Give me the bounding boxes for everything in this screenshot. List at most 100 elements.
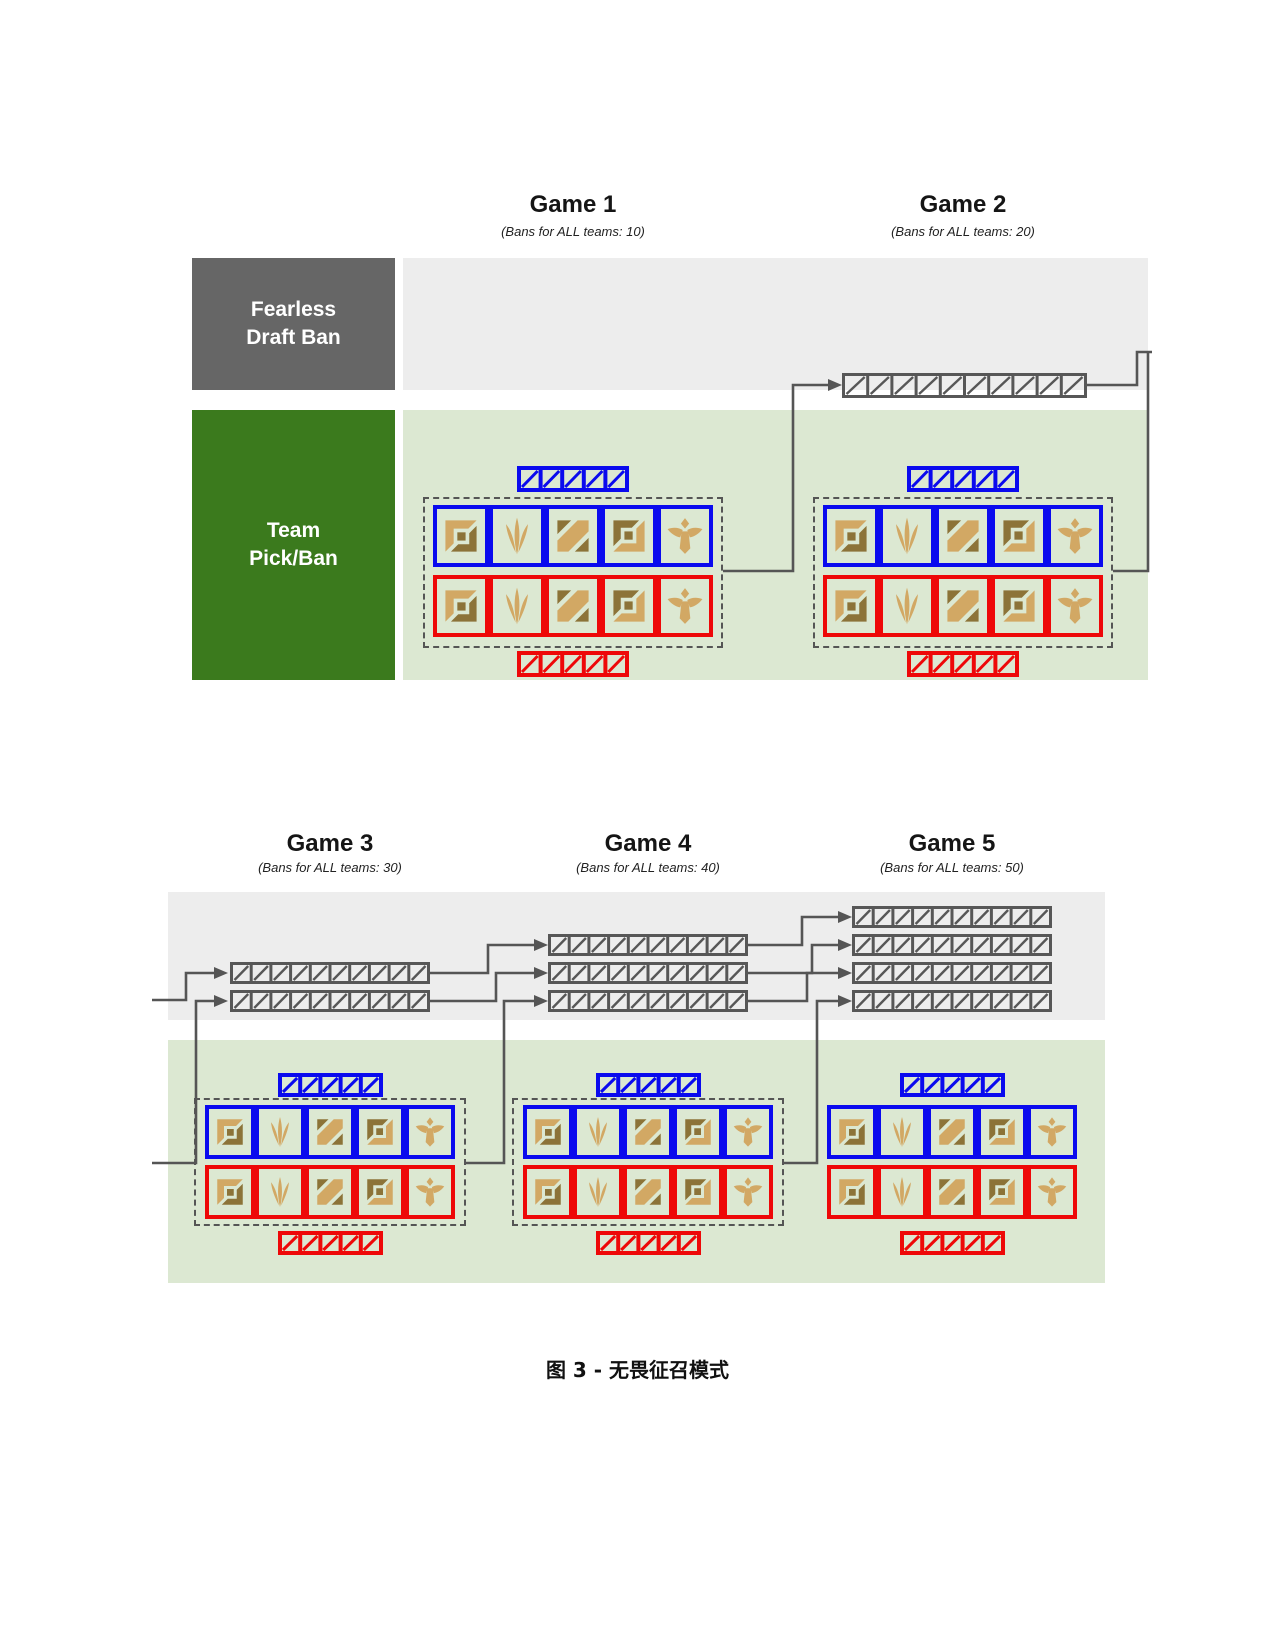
top-lane-icon bbox=[835, 520, 867, 552]
game-subtitle: (Bans for ALL teams: 30) bbox=[258, 860, 402, 875]
pick-cell bbox=[545, 505, 601, 567]
support-icon bbox=[1037, 1117, 1067, 1147]
pick-cell bbox=[1027, 1165, 1077, 1219]
carried-ban-strip bbox=[230, 962, 430, 984]
bot-lane-icon bbox=[685, 1179, 711, 1205]
support-icon bbox=[733, 1177, 763, 1207]
pick-cell bbox=[355, 1165, 405, 1219]
mid-lane-icon bbox=[939, 1179, 965, 1205]
mid-lane-icon bbox=[557, 590, 589, 622]
mid-lane-icon bbox=[317, 1119, 343, 1145]
bot-lane-icon bbox=[685, 1119, 711, 1145]
mid-lane-icon bbox=[635, 1179, 661, 1205]
blue-team-ban-strip bbox=[595, 1073, 701, 1097]
support-icon bbox=[667, 518, 703, 554]
pick-cell bbox=[433, 575, 489, 637]
blue-team-ban-strip bbox=[899, 1073, 1005, 1097]
pick-cell bbox=[623, 1105, 673, 1159]
red-team-ban-strip bbox=[899, 1231, 1005, 1255]
carried-ban-strip bbox=[852, 934, 1052, 956]
pick-cell bbox=[623, 1165, 673, 1219]
jungle-icon bbox=[589, 1177, 607, 1207]
pick-cell bbox=[255, 1105, 305, 1159]
pick-cell bbox=[205, 1105, 255, 1159]
top-lane-icon bbox=[839, 1179, 865, 1205]
game-subtitle: (Bans for ALL teams: 10) bbox=[501, 224, 645, 239]
fearless-label-line: Draft Ban bbox=[246, 326, 341, 349]
pick-cell bbox=[523, 1165, 573, 1219]
pick-cell bbox=[723, 1165, 773, 1219]
bot-lane-icon bbox=[989, 1119, 1015, 1145]
pick-cell bbox=[1047, 505, 1103, 567]
mid-lane-icon bbox=[947, 520, 979, 552]
carried-ban-strip bbox=[548, 990, 748, 1012]
carried-ban-strip bbox=[842, 373, 1087, 398]
carried-ban-strip bbox=[230, 990, 430, 1012]
pick-cell bbox=[991, 505, 1047, 567]
carried-ban-strip bbox=[548, 962, 748, 984]
pick-cell bbox=[977, 1105, 1027, 1159]
red-team-ban-strip bbox=[595, 1231, 701, 1255]
pick-cell bbox=[255, 1165, 305, 1219]
pick-cell bbox=[205, 1165, 255, 1219]
pick-cell bbox=[545, 575, 601, 637]
blue-team-pick-row bbox=[823, 505, 1103, 567]
pick-cell bbox=[723, 1105, 773, 1159]
red-team-pick-row bbox=[523, 1165, 773, 1219]
pick-cell bbox=[305, 1105, 355, 1159]
pick-cell bbox=[879, 575, 935, 637]
support-icon bbox=[415, 1177, 445, 1207]
pick-cell bbox=[433, 505, 489, 567]
mid-lane-icon bbox=[635, 1119, 661, 1145]
top-lane-icon bbox=[217, 1119, 243, 1145]
pick-cell bbox=[405, 1165, 455, 1219]
game-subtitle: (Bans for ALL teams: 40) bbox=[576, 860, 720, 875]
pick-cell bbox=[991, 575, 1047, 637]
mid-lane-icon bbox=[947, 590, 979, 622]
pick-cell bbox=[489, 575, 545, 637]
carried-ban-strip bbox=[852, 962, 1052, 984]
pick-cell bbox=[355, 1105, 405, 1159]
carried-ban-strip bbox=[852, 906, 1052, 928]
carried-ban-strip bbox=[548, 934, 748, 956]
fearless-row-band-games-1-2 bbox=[403, 258, 1148, 390]
figure-caption: 图 3 - 无畏征召模式 bbox=[545, 1358, 730, 1382]
game-title: Game 3 bbox=[286, 830, 374, 857]
blue-team-ban-strip bbox=[277, 1073, 383, 1097]
pick-cell bbox=[573, 1105, 623, 1159]
red-team-ban-strip bbox=[277, 1231, 383, 1255]
pick-cell bbox=[523, 1105, 573, 1159]
pick-cell bbox=[877, 1105, 927, 1159]
pick-cell bbox=[977, 1165, 1027, 1219]
bot-lane-icon bbox=[989, 1179, 1015, 1205]
support-icon bbox=[415, 1117, 445, 1147]
support-icon bbox=[733, 1117, 763, 1147]
jungle-icon bbox=[506, 587, 528, 625]
pick-cell bbox=[879, 505, 935, 567]
jungle-icon bbox=[896, 517, 918, 555]
pick-cell bbox=[489, 505, 545, 567]
pick-cell bbox=[305, 1165, 355, 1219]
fearless-label-line: Fearless bbox=[250, 297, 337, 321]
pick-cell bbox=[927, 1105, 977, 1159]
mid-lane-icon bbox=[317, 1179, 343, 1205]
game-title: Game 2 bbox=[919, 191, 1007, 218]
top-lane-icon bbox=[445, 590, 477, 622]
red-team-ban-strip bbox=[907, 651, 1019, 677]
top-lane-icon bbox=[835, 590, 867, 622]
top-lane-icon bbox=[217, 1179, 243, 1205]
blue-team-pick-row bbox=[523, 1105, 773, 1159]
top-lane-icon bbox=[839, 1119, 865, 1145]
pick-cell bbox=[827, 1165, 877, 1219]
top-lane-icon bbox=[445, 520, 477, 552]
fearless-row-band-games-3-5 bbox=[168, 892, 1105, 1020]
pick-cell bbox=[827, 1105, 877, 1159]
blue-team-ban-strip bbox=[517, 466, 629, 492]
game-subtitle: (Bans for ALL teams: 20) bbox=[891, 224, 1035, 239]
picks-dashed-box bbox=[813, 497, 1113, 648]
bot-lane-icon bbox=[613, 520, 645, 552]
jungle-icon bbox=[271, 1177, 289, 1207]
pick-cell bbox=[657, 505, 713, 567]
